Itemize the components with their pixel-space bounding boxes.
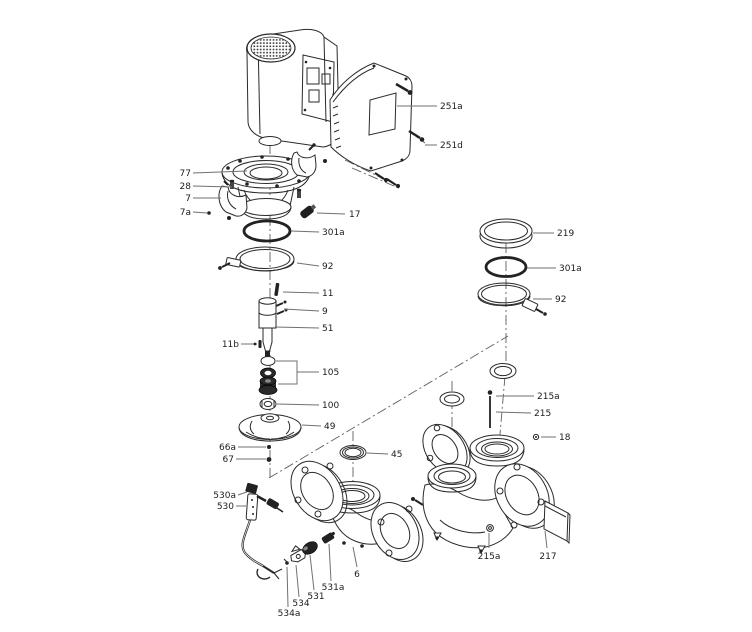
impeller-49 [238, 413, 302, 442]
shaft-seal-105 [258, 356, 278, 395]
callout-28: 28 [180, 182, 192, 192]
callout-215a-bottom: 215a [478, 552, 501, 562]
twin-pump-housing [411, 390, 571, 555]
callout-531: 531 [307, 592, 324, 602]
callout-301a-right: 301a [559, 264, 582, 274]
housing-left-flange [290, 460, 348, 524]
callout-251d: 251d [440, 141, 463, 151]
callout-530a: 530a [213, 491, 236, 501]
control-cover-251 [329, 62, 413, 172]
pin-11 [274, 282, 280, 297]
clamp-shell-left-7 [218, 180, 248, 220]
clamp-92-left [218, 246, 295, 272]
callout-11b: 11b [222, 340, 239, 350]
callout-66a: 66a [219, 443, 236, 453]
callout-219: 219 [557, 229, 574, 239]
cover-screws [374, 82, 425, 189]
callout-531a: 531a [322, 583, 345, 593]
callout-49: 49 [324, 422, 336, 432]
motor-stool-77 [218, 143, 327, 220]
shaft-9 [258, 297, 288, 329]
washer-215a [486, 524, 494, 532]
housing-right-flange [370, 502, 424, 562]
washer-66a [267, 445, 271, 449]
callout-251a: 251a [440, 102, 463, 112]
cover-window [368, 92, 397, 136]
leader-lines [192, 105, 556, 608]
clamp-92-right [477, 282, 547, 316]
callout-9: 9 [322, 307, 328, 317]
callout-534: 534 [292, 599, 309, 609]
inline-pump-housing-6 [290, 460, 424, 562]
callout-45: 45 [391, 450, 402, 460]
plug-17 [300, 204, 317, 219]
cable-connector [256, 565, 283, 580]
callout-6: 6 [354, 570, 360, 580]
callout-17: 17 [349, 210, 360, 220]
clamp-shell-right-7 [291, 143, 327, 178]
cover-vents [332, 105, 342, 149]
screws-28 [229, 179, 302, 198]
callout-51: 51 [322, 324, 333, 334]
pin-11b [258, 340, 262, 348]
gland-531 [302, 541, 318, 555]
callout-77: 77 [180, 169, 191, 179]
callout-100: 100 [322, 401, 339, 411]
seal-ring-right-lower [439, 391, 465, 407]
twin-port-left [427, 463, 477, 493]
motor-assembly [246, 28, 346, 148]
nut-100 [259, 398, 277, 410]
seal-ring-45 [339, 445, 367, 460]
twin-right-flange [494, 463, 555, 529]
callout-215a: 215a [537, 392, 560, 402]
shaft-51 [262, 327, 273, 357]
seal-ring-right-upper [489, 363, 517, 379]
callout-11: 11 [322, 289, 333, 299]
callout-105: 105 [322, 368, 339, 378]
sensor-cap-530a [245, 482, 258, 494]
washer-67 [266, 457, 272, 462]
motor-shaft-hub [258, 136, 282, 146]
callout-7: 7 [185, 194, 191, 204]
twin-port-right [469, 434, 525, 467]
screw-534a [285, 561, 289, 565]
callout-67: 67 [223, 455, 234, 465]
callout-530: 530 [217, 502, 234, 512]
callout-92-left: 92 [322, 262, 333, 272]
cable-gland-parts [283, 531, 335, 565]
nameplate-217 [543, 500, 571, 545]
clamp-534 [290, 545, 306, 563]
blanking-cover-219 [479, 218, 533, 249]
callout-18: 18 [559, 433, 571, 443]
callout-92-right: 92 [555, 295, 566, 305]
plug-531a [321, 531, 335, 544]
callout-7a: 7a [180, 208, 191, 218]
stud-215 [487, 390, 493, 428]
callout-301a-left: 301a [322, 228, 345, 238]
callout-labels: 251a 251d 77 28 7 7a 17 301a 92 11 9 51 … [180, 102, 582, 619]
o-ring-301a-right [484, 256, 528, 278]
callout-217: 217 [539, 552, 556, 562]
callout-534a: 534a [278, 609, 301, 619]
plug-18 [532, 433, 540, 441]
sensor-530 [241, 482, 284, 580]
o-ring-301a-left [242, 219, 292, 243]
cover-outline [329, 62, 413, 172]
callout-215: 215 [534, 409, 551, 419]
